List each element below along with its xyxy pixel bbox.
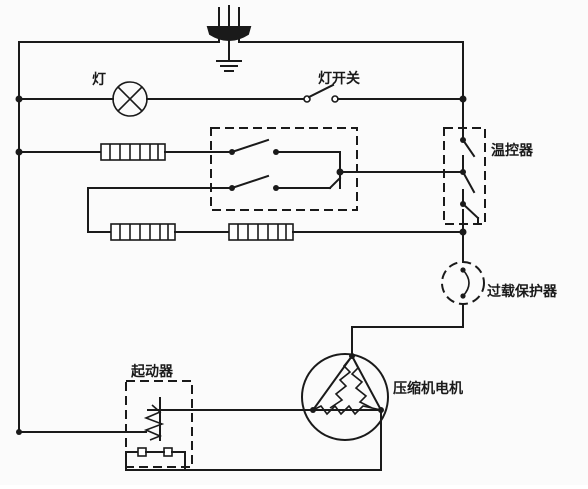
lamp-label: 灯 bbox=[92, 71, 106, 88]
thermostat bbox=[443, 101, 486, 233]
lamp-switch bbox=[303, 83, 339, 103]
compressor-motor bbox=[301, 353, 389, 441]
supply-wires bbox=[18, 34, 464, 433]
heater-upper bbox=[15, 143, 233, 161]
power-plug-icon bbox=[206, 5, 252, 41]
lamp-icon bbox=[112, 81, 148, 117]
starter bbox=[16, 380, 193, 471]
lamp-branch: 灯 灯开关 bbox=[15, 70, 467, 117]
thermostat-label: 温控器 bbox=[491, 142, 534, 159]
lamp-switch-label: 灯开关 bbox=[318, 70, 360, 87]
heater-lower bbox=[87, 187, 467, 241]
overload-protector-label: 过载保护器 bbox=[487, 283, 558, 300]
overload-protector bbox=[351, 231, 485, 357]
ground-icon bbox=[216, 39, 242, 72]
motor-return-wire bbox=[184, 409, 382, 471]
starter-label: 起动器 bbox=[130, 363, 174, 380]
compressor-motor-label: 压缩机电机 bbox=[393, 380, 463, 397]
door-switch-box bbox=[210, 127, 358, 211]
